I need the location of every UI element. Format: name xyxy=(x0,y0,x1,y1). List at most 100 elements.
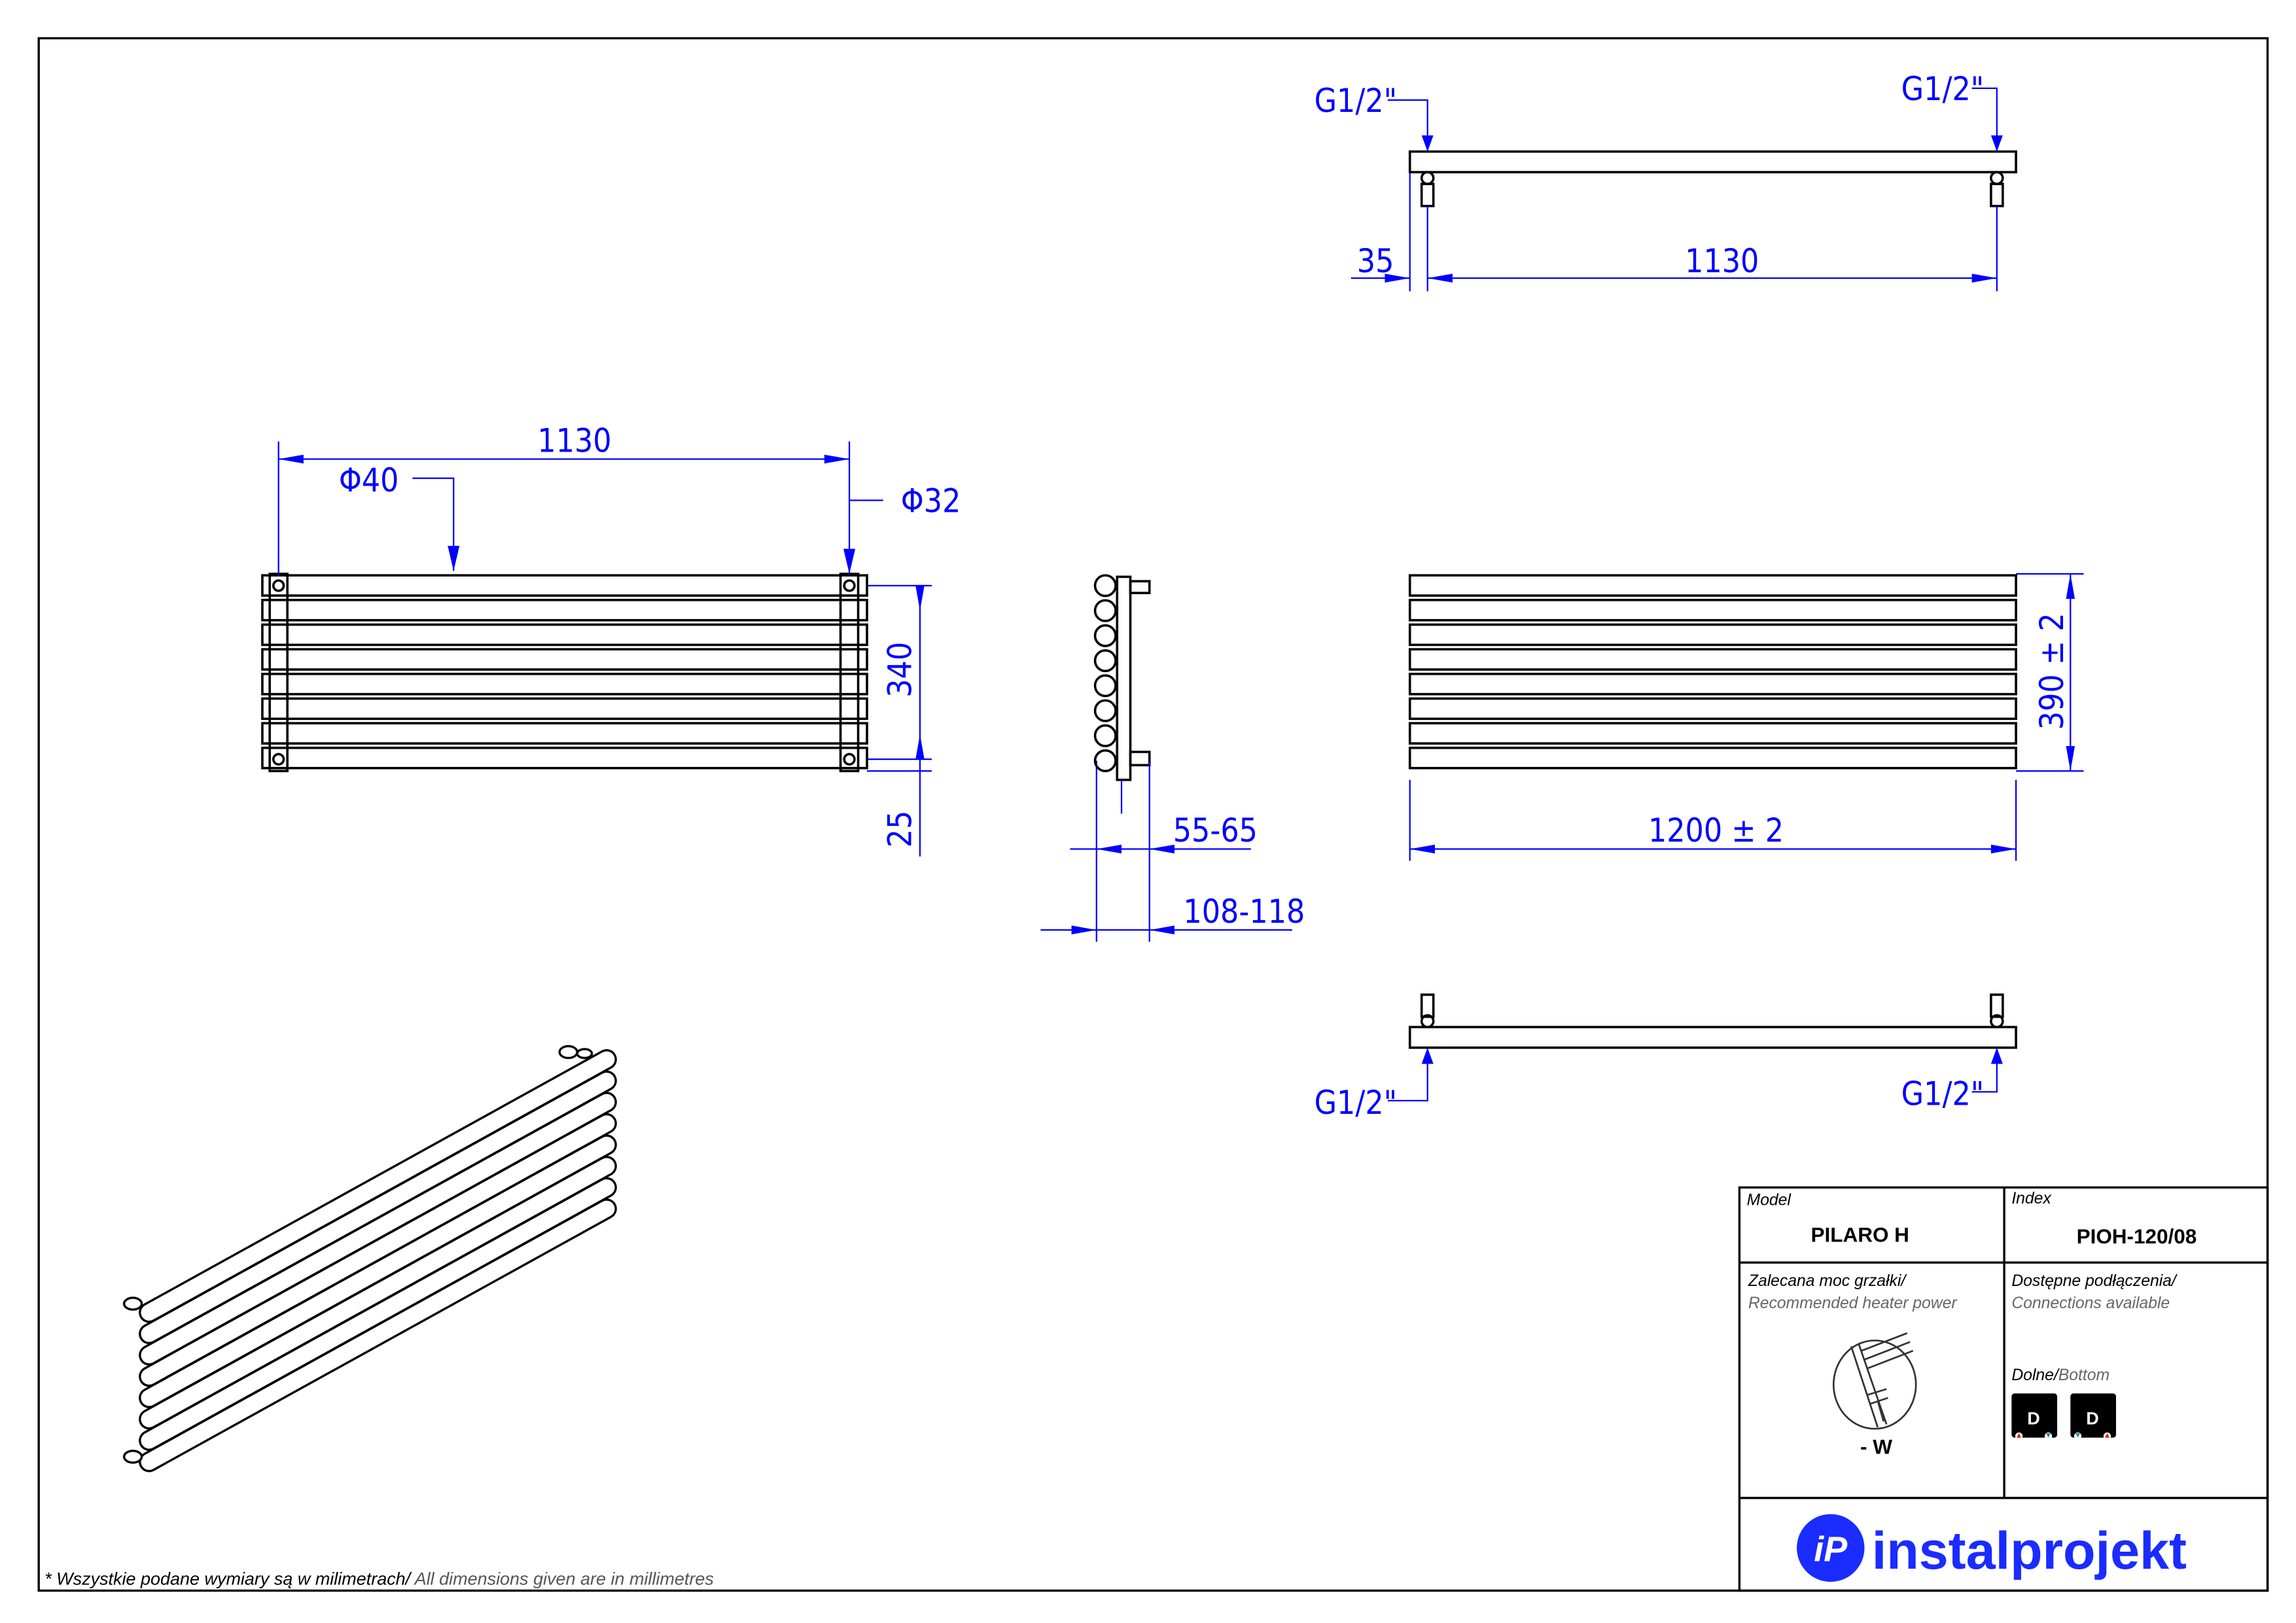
height-label: 390 ± 2 xyxy=(2033,613,2071,730)
heater-icon xyxy=(1832,1332,1917,1430)
connections-label-pl: Dostępne podłączenia/ xyxy=(2011,1272,2178,1290)
bottom-label: Dolne/Bottom xyxy=(2011,1366,2110,1384)
front-view-left: 1130 Φ40 Φ32 340 25 xyxy=(261,421,961,857)
title-block: Model PILARO H Index PIOH-120/08 Zalecan… xyxy=(1738,1186,2269,1592)
tube xyxy=(261,722,868,745)
tube xyxy=(261,648,868,671)
tube xyxy=(1408,598,2017,622)
connection-badge-2: D xyxy=(2070,1393,2116,1440)
tube xyxy=(261,697,868,721)
svg-text:D: D xyxy=(2027,1408,2040,1428)
iso-tube-fill xyxy=(141,1073,615,1342)
iso-tube-fill xyxy=(141,1136,615,1406)
iso-tube-fill xyxy=(141,1179,615,1449)
tube-diameter-label: Φ40 xyxy=(339,461,399,499)
connector-right-icon xyxy=(1990,1014,2004,1029)
tube xyxy=(261,623,868,647)
tube xyxy=(1408,648,2017,671)
hot-arrow-icon xyxy=(2017,1433,2021,1438)
model-label: Model xyxy=(1747,1191,1792,1209)
connection-badge-1: D xyxy=(2011,1393,2058,1440)
tube xyxy=(261,672,868,696)
tube-section xyxy=(1093,574,1117,597)
power-label-pl: Zalecana moc grzałki/ xyxy=(1748,1272,1907,1290)
connector-left-icon xyxy=(1420,1014,1435,1029)
connector-icon xyxy=(843,579,856,592)
footer-note: * Wszystkie podane wymiary są w milimetr… xyxy=(44,1569,714,1589)
collector-left xyxy=(268,573,289,772)
wall-distance-pipe-label: 55-65 xyxy=(1173,812,1258,849)
top-offset-label: 35 xyxy=(1357,242,1394,280)
iso-tube-fill xyxy=(141,1051,615,1321)
top-conn-right-label: G1/2" xyxy=(1901,70,1985,108)
top-spacing-label: 1130 xyxy=(1685,242,1759,280)
iso-tube-fill xyxy=(141,1158,615,1427)
tube-section xyxy=(1093,674,1117,698)
iso-connector xyxy=(122,1450,143,1464)
cold-arrow-icon xyxy=(2075,1433,2080,1438)
iso-connector xyxy=(558,1044,578,1060)
model-value: PILARO H xyxy=(1811,1224,1909,1247)
connector-right xyxy=(1990,183,2004,207)
power-value: - W xyxy=(1860,1435,1892,1458)
isometric-view xyxy=(122,1044,617,1472)
bottom-conn-right-label: G1/2" xyxy=(1901,1075,1985,1113)
connector-right-icon xyxy=(1990,171,2004,185)
tube-section xyxy=(1093,699,1117,722)
index-value: PIOH-120/08 xyxy=(2077,1225,2197,1248)
iso-connector xyxy=(576,1048,593,1060)
side-connector-bottom xyxy=(1129,751,1151,766)
front-spacing-label: 1130 xyxy=(537,421,611,459)
collector-right xyxy=(839,573,860,772)
side-connector-top xyxy=(1129,580,1151,594)
bottom-offset-label: 25 xyxy=(881,810,919,847)
tube xyxy=(261,574,868,597)
width-label: 1200 ± 2 xyxy=(1648,812,1784,849)
tube-section xyxy=(1093,624,1117,647)
hot-arrow-icon xyxy=(2105,1433,2110,1438)
side-collector xyxy=(1116,575,1132,781)
tube xyxy=(1408,722,2017,745)
tube xyxy=(1408,697,2017,721)
bottom-conn-left-label: G1/2" xyxy=(1315,1084,1398,1122)
sheet-border xyxy=(37,37,2269,1592)
tube xyxy=(1408,623,2017,647)
iso-tube-fill xyxy=(141,1115,615,1385)
tube xyxy=(1408,746,2017,770)
tube xyxy=(1408,574,2017,597)
svg-text:D: D xyxy=(2086,1408,2098,1428)
tube-section xyxy=(1093,649,1117,673)
tube-section xyxy=(1093,724,1117,747)
brand-logo: iP instalprojekt xyxy=(1797,1514,2187,1582)
iso-tube-fill xyxy=(141,1094,615,1364)
svg-text:iP: iP xyxy=(1814,1530,1848,1569)
connector-icon xyxy=(843,753,856,766)
connector-left xyxy=(1420,993,1435,1018)
top-conn-left-label: G1/2" xyxy=(1315,82,1398,120)
connector-right xyxy=(1990,993,2004,1018)
cold-arrow-icon xyxy=(2046,1433,2051,1438)
tube xyxy=(261,598,868,622)
connector-icon xyxy=(272,579,285,592)
connector-left xyxy=(1420,183,1435,207)
tube-section xyxy=(1093,599,1117,622)
power-label-en: Recommended heater power xyxy=(1748,1294,1958,1312)
index-label: Index xyxy=(2011,1190,2052,1207)
connector-icon xyxy=(272,753,285,766)
connector-left-icon xyxy=(1420,171,1435,185)
svg-text:instalprojekt: instalprojekt xyxy=(1872,1522,2187,1580)
side-view: 55-65 108-118 xyxy=(1040,574,1305,942)
top-view: G1/2" G1/2" 35 1130 xyxy=(1315,70,2017,292)
connections-label-en: Connections available xyxy=(2011,1294,2170,1312)
wall-distance-total-label: 108-118 xyxy=(1183,893,1305,931)
tube xyxy=(1408,672,2017,696)
collector-diameter-label: Φ32 xyxy=(901,482,961,520)
iso-connector xyxy=(122,1296,143,1311)
bottom-view-bar xyxy=(1408,1026,2017,1049)
top-view-bar xyxy=(1408,150,2017,173)
iso-tube-fill xyxy=(141,1200,615,1471)
bottom-view: G1/2" G1/2" xyxy=(1315,993,2017,1122)
front-view-right: 390 ± 2 1200 ± 2 xyxy=(1408,573,2084,861)
tube xyxy=(261,746,868,770)
conn-height-label: 340 xyxy=(881,642,919,698)
